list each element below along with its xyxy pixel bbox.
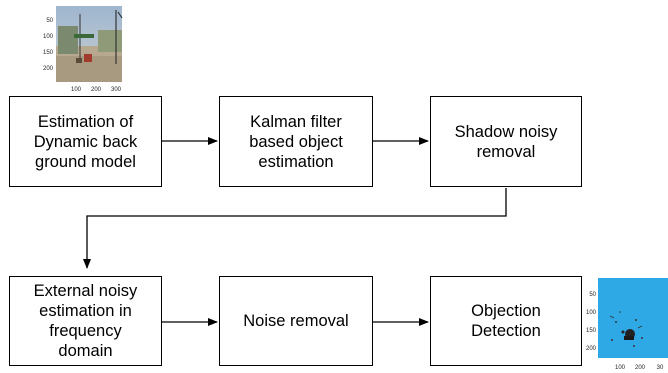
x-tick: 200 — [91, 87, 102, 93]
y-tick: 50 — [589, 292, 596, 298]
x-tick: 200 — [635, 365, 646, 371]
box-label: Shadow noisy removal — [454, 122, 558, 161]
output-image-x-ticks: 100 200 30 — [615, 365, 664, 371]
x-tick: 100 — [71, 87, 82, 93]
box-shadow-removal: Shadow noisy removal — [430, 96, 582, 187]
y-tick: 150 — [586, 328, 597, 334]
input-image — [56, 6, 123, 82]
box-label: Estimation of Dynamic back ground model — [33, 112, 138, 171]
box-label: Kalman filter based object estimation — [249, 112, 343, 171]
y-tick: 100 — [586, 310, 597, 316]
box-noise-removal: Noise removal — [219, 276, 373, 366]
x-tick: 30 — [657, 365, 664, 371]
arrow-b3-b4 — [83, 188, 507, 269]
box-label: Objection Detection — [471, 302, 541, 340]
box-object-detection: Objection Detection — [430, 276, 582, 366]
output-image-plot: 50 100 150 200 100 200 30 — [586, 278, 668, 371]
box-background-model: Estimation of Dynamic back ground model — [9, 96, 162, 187]
box-kalman-filter: Kalman filter based object estimation — [219, 96, 373, 187]
x-tick: 100 — [615, 365, 626, 371]
input-image-y-ticks: 50 100 150 200 — [43, 18, 54, 72]
input-image-plot: 50 100 150 200 100 200 300 — [43, 6, 123, 93]
output-image — [598, 278, 668, 358]
input-image-x-ticks: 100 200 300 — [71, 87, 122, 93]
y-tick: 200 — [43, 66, 54, 72]
y-tick: 200 — [586, 346, 597, 352]
output-image-y-ticks: 50 100 150 200 — [586, 292, 597, 352]
y-tick: 100 — [43, 34, 54, 40]
x-tick: 300 — [111, 87, 122, 93]
y-tick: 150 — [43, 50, 54, 56]
box-label: Noise removal — [243, 312, 349, 330]
y-tick: 50 — [46, 18, 53, 24]
box-label: External noisy estimation in frequency d… — [33, 282, 138, 360]
box-external-noise: External noisy estimation in frequency d… — [9, 276, 162, 366]
